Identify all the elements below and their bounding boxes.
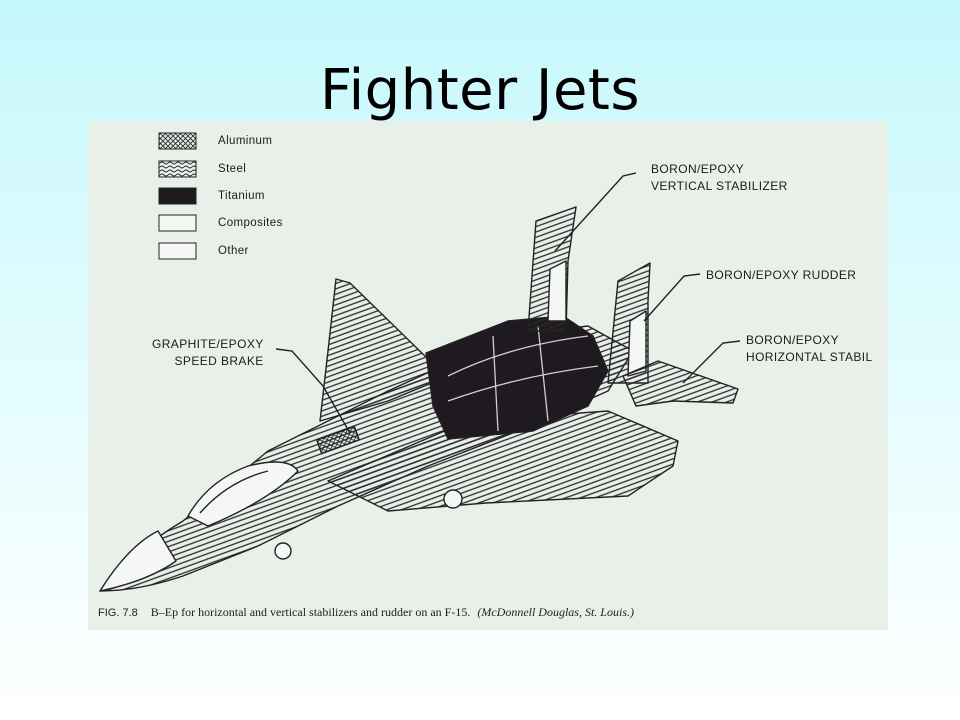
callout-horizontal-stabilizer-line1: BORON/EPOXY — [746, 333, 840, 347]
main-gear — [443, 489, 463, 509]
aircraft-materials-figure: Aluminum Steel Titanium Composites Other… — [88, 121, 888, 630]
callout-rudder-line1: BORON/EPOXY RUDDER — [706, 268, 857, 282]
callout-speed-brake-line2: SPEED BRAKE — [174, 354, 264, 368]
callout-leaders — [275, 172, 741, 434]
legend-label-titanium: Titanium — [218, 190, 265, 202]
callout-horizontal-stabilizer-line2: HORIZONTAL STABIL — [746, 350, 873, 364]
nose-gear — [274, 542, 292, 560]
legend-swatch-titanium — [158, 187, 197, 205]
legend-label-composites: Composites — [218, 217, 283, 229]
callout-vertical-stabilizer-line2: VERTICAL STABILIZER — [651, 179, 788, 193]
callout-speed-brake: GRAPHITE/EPOXY SPEED BRAKE — [152, 336, 264, 370]
slide-title: Fighter Jets — [319, 58, 641, 123]
callout-horizontal-stabilizer: BORON/EPOXY HORIZONTAL STABIL — [746, 332, 873, 366]
canopy — [187, 461, 299, 527]
legend-label-aluminum: Aluminum — [218, 135, 273, 147]
callout-vertical-stabilizer: BORON/EPOXY VERTICAL STABILIZER — [651, 161, 788, 195]
rudder-left — [547, 260, 567, 322]
leader-horizontal-stabilizer — [682, 340, 741, 384]
aircraft-f15 — [99, 206, 739, 592]
leader-rudder — [643, 273, 701, 322]
callout-vertical-stabilizer-line1: BORON/EPOXY — [651, 162, 745, 176]
horizontal-stabilizer — [622, 360, 739, 407]
callout-rudder: BORON/EPOXY RUDDER — [706, 267, 856, 284]
caption-fig-number: FIG. 7.8 — [98, 607, 138, 619]
speed-brake — [316, 425, 360, 455]
figure-caption: FIG. 7.8 B–Ep for horizontal and vertica… — [98, 605, 634, 620]
legend-swatch-steel — [158, 160, 197, 178]
legend-swatch-aluminum — [158, 132, 197, 150]
nose-cone — [99, 530, 177, 592]
caption-credit: (McDonnell Douglas, St. Louis.) — [477, 605, 634, 619]
legend-swatch-other — [158, 242, 197, 260]
callout-speed-brake-line1: GRAPHITE/EPOXY — [152, 337, 264, 351]
legend-swatches — [158, 132, 197, 260]
legend-label-other: Other — [218, 245, 249, 257]
legend-label-steel: Steel — [218, 163, 247, 175]
leader-vertical-stabilizer — [554, 172, 637, 252]
caption-text: B–Ep for horizontal and vertical stabili… — [150, 605, 471, 619]
legend-swatch-composites — [158, 214, 197, 232]
f15-diagram — [99, 132, 741, 592]
leader-speed-brake — [275, 348, 351, 434]
rudder-right — [627, 310, 647, 377]
